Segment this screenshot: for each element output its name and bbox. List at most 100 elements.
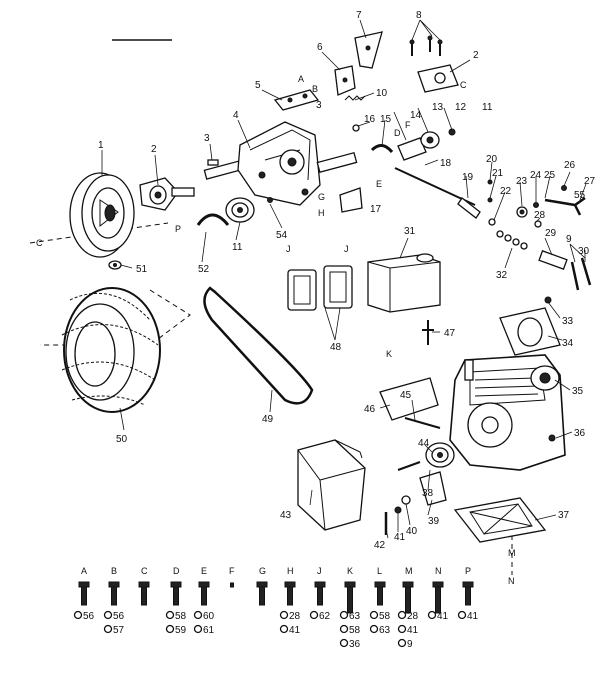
mounts-48 <box>287 265 353 311</box>
letter-label: P <box>175 224 181 234</box>
hardware-ref-number: 9 <box>407 639 413 650</box>
bolts-8 <box>409 35 443 56</box>
hardware-key-column: A56 <box>73 566 95 622</box>
hardware-letter: H <box>287 566 294 576</box>
callout: 13 <box>432 102 444 113</box>
bracket-17 <box>339 187 363 213</box>
callout: 54 <box>276 230 288 241</box>
callout: 18 <box>440 158 452 169</box>
callout: 12 <box>455 102 467 113</box>
callout: 21 <box>492 168 504 179</box>
hardware-letter: P <box>465 566 471 576</box>
letter-label: C <box>460 80 467 90</box>
washer-icon <box>369 610 379 620</box>
bolt-36 <box>548 434 556 442</box>
wheel-hub <box>139 177 195 211</box>
callout: 26 <box>564 160 576 171</box>
bolt-shank-icon <box>81 586 87 606</box>
callout: 2 <box>151 144 157 155</box>
callout: 41 <box>394 532 406 543</box>
callout: 30 <box>578 246 590 257</box>
hardware-ref-number: 41 <box>437 611 449 622</box>
callout: 9 <box>566 234 572 245</box>
hardware-letter: M <box>405 566 413 576</box>
callout: 24 <box>530 170 542 181</box>
bolt-shank-icon <box>259 586 265 606</box>
callout: 8 <box>416 10 422 21</box>
callout: 32 <box>496 270 508 281</box>
callout: 42 <box>374 540 386 551</box>
bolt-head-icon <box>170 581 182 588</box>
drive-belt <box>203 286 314 405</box>
plate-34 <box>499 307 561 356</box>
letter-label: J <box>286 244 291 254</box>
bolt-shank-icon <box>465 586 471 606</box>
washer-icon <box>309 610 319 620</box>
hardware-ref-number: 58 <box>349 625 361 636</box>
callout: 11 <box>482 102 493 113</box>
washer-icon <box>103 624 113 634</box>
callout-numbers: 1 2 2 3 3 4 5 6 7 8 9 10 11 11 12 13 14 … <box>98 10 596 551</box>
callout: 45 <box>400 390 412 401</box>
bolt-head-icon <box>314 581 326 588</box>
hardware-ref-number: 61 <box>203 625 215 636</box>
callout: 27 <box>584 176 596 187</box>
hardware-ref-number: 36 <box>349 639 361 650</box>
bolt-head-icon <box>78 581 90 588</box>
bolt-head-icon <box>108 581 120 588</box>
letter-label: E <box>376 179 382 189</box>
washer-icon <box>397 624 407 634</box>
bolt-shank-icon <box>141 586 147 606</box>
hardware-ref-number: 41 <box>407 625 419 636</box>
bolt-shank-icon <box>377 586 383 606</box>
hardware-ref-number: 58 <box>379 611 391 622</box>
callout: 51 <box>136 264 148 275</box>
key-3 <box>207 159 219 166</box>
callout: 6 <box>317 42 323 53</box>
link-19 <box>457 197 481 219</box>
idler-assembly <box>370 128 456 161</box>
callout: 28 <box>534 210 546 221</box>
hardware-letter: L <box>377 566 382 576</box>
shield-7 <box>354 31 383 69</box>
hardware-letter: J <box>317 566 322 576</box>
washer-icon <box>397 638 407 648</box>
washer-icon <box>339 638 349 648</box>
callout: 48 <box>330 342 342 353</box>
tire <box>61 287 161 413</box>
callout: 39 <box>428 516 440 527</box>
washer-icon <box>279 624 289 634</box>
hardware-ref-number: 63 <box>379 625 391 636</box>
callout: 29 <box>545 228 557 239</box>
axle-dash-line <box>29 222 191 346</box>
washer-icon <box>165 610 175 620</box>
washer-icon <box>193 610 203 620</box>
hardware-ref-number: 56 <box>83 611 95 622</box>
callout: 17 <box>370 204 382 215</box>
washer-icon <box>397 610 407 620</box>
hardware-ref-number: 59 <box>175 625 187 636</box>
callout: 14 <box>410 110 422 121</box>
washer-icon <box>73 610 83 620</box>
bolt-head-icon <box>344 581 356 588</box>
callout: 47 <box>444 328 456 339</box>
hardware-ref-number: 28 <box>407 611 419 622</box>
bolt-shank-icon <box>173 586 179 606</box>
hardware-key-column: M 28 41 9 <box>397 566 419 650</box>
washer-icon <box>165 624 175 634</box>
callout: 4 <box>233 110 239 121</box>
callout: 19 <box>462 172 474 183</box>
hardware-ref-number: 60 <box>203 611 215 622</box>
washer-icon <box>369 624 379 634</box>
callout: 37 <box>558 510 570 521</box>
bracket-38 <box>397 461 421 471</box>
bolt-head-icon <box>432 581 444 588</box>
pin-54 <box>267 197 273 203</box>
callout: 46 <box>364 404 376 415</box>
callout: 5 <box>255 80 261 91</box>
hardware-ref-number: 41 <box>289 625 301 636</box>
pulley-44 <box>425 442 455 468</box>
bolt-shank-icon <box>201 586 207 606</box>
